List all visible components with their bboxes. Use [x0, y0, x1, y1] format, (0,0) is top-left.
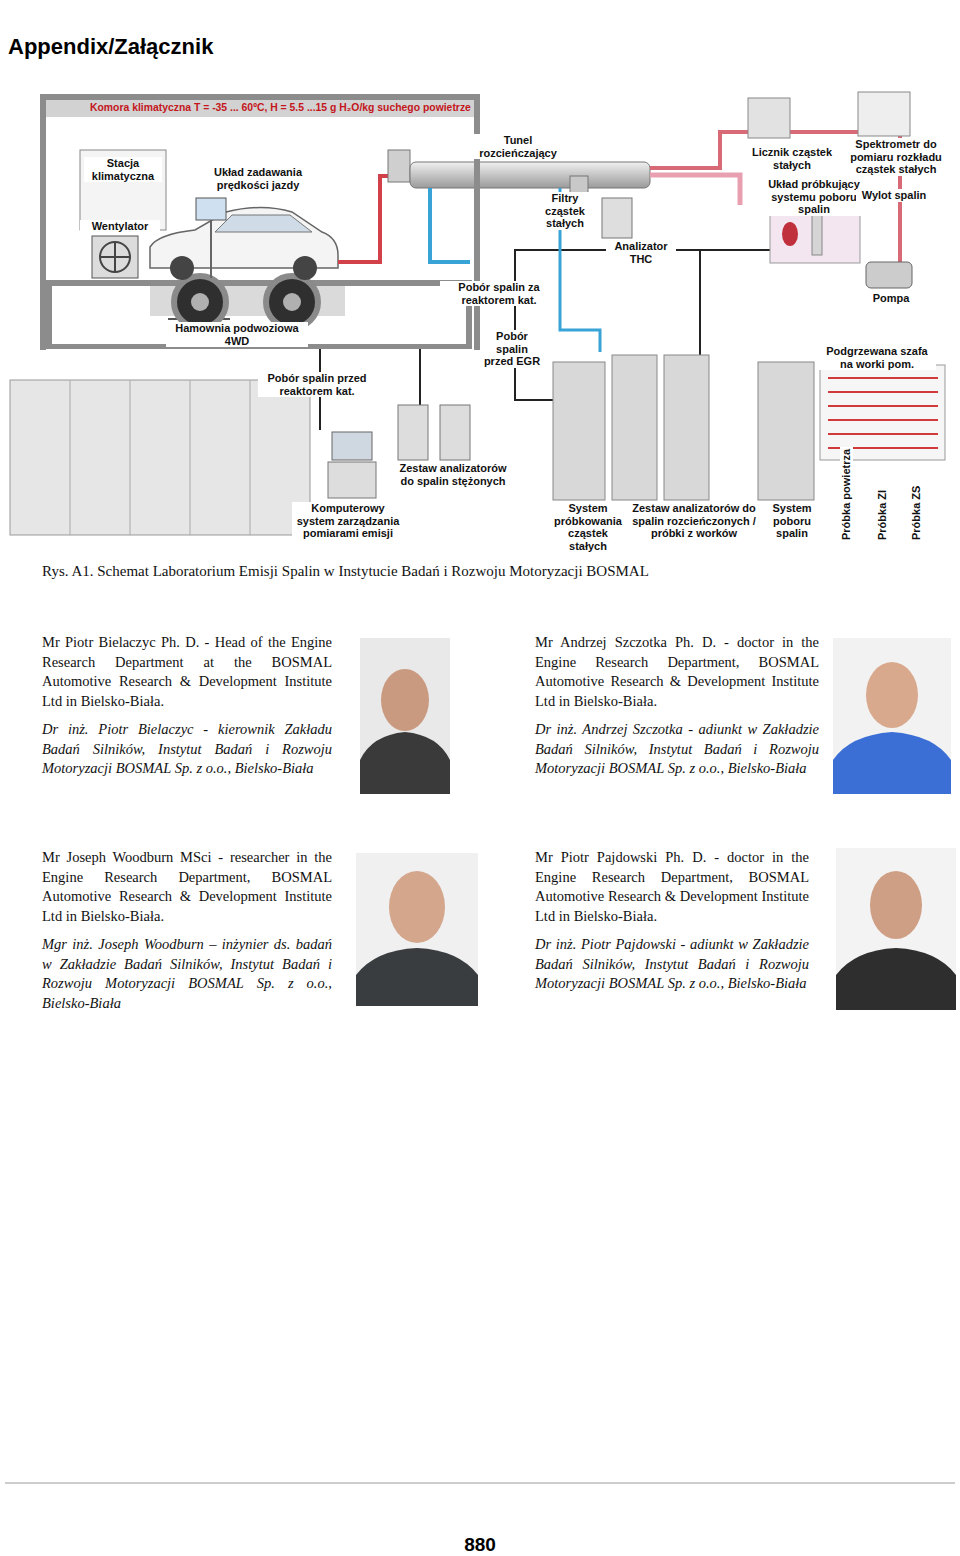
cabinet-divider: [130, 380, 131, 535]
car-wheel: [170, 256, 194, 280]
diagram-label: Analizator THC: [606, 240, 676, 265]
mixing-box: [388, 150, 410, 182]
portrait-photo: [833, 638, 951, 794]
sampling-pump: [782, 222, 798, 246]
sample-label: Próbka ZS: [910, 484, 923, 542]
sample-line: [430, 188, 470, 262]
equipment-rack: [553, 362, 605, 500]
speed-display: [196, 198, 226, 220]
author-bio: Mr Andrzej Szczotka Ph. D. - doctor in t…: [535, 633, 819, 712]
bag-cabinet: [820, 365, 945, 460]
equipment-rack: [664, 355, 709, 500]
cable: [419, 349, 421, 405]
cabinet-divider: [70, 380, 71, 535]
roller-hub: [191, 293, 209, 311]
diagram-label: Licznik cząstek stałych: [742, 146, 842, 171]
display-stand: [210, 220, 212, 278]
diagram-label: Komputerowy system zarządzania pomiarami…: [292, 502, 404, 540]
sample-line: [650, 175, 740, 205]
page-title: Appendix/Załącznik: [8, 34, 213, 60]
diagram-label: System poboru spalin: [760, 502, 824, 540]
diagram-label: Zestaw analizatorów do spalin rozcieńczo…: [630, 502, 758, 540]
portrait-photo: [836, 848, 956, 1010]
portrait-face: [866, 662, 918, 728]
computer-screen: [332, 432, 372, 460]
diagram-label: Wylot spalin: [856, 189, 932, 202]
spectrometer: [858, 92, 910, 136]
diagram-label: Podgrzewana szafa na worki pom.: [818, 345, 936, 370]
page-number: 880: [0, 1534, 960, 1556]
cabinet-divider: [190, 380, 191, 535]
portrait-shirt: [833, 732, 951, 794]
equipment-rack: [612, 355, 657, 500]
diagram-label: Układ próbkujący systemu poboru spalin: [756, 178, 872, 216]
diagram-label: Pompa: [864, 292, 918, 305]
footer-rule: [5, 1483, 955, 1484]
diagram-label: Spektrometr do pomiaru rozkładu cząstek …: [842, 138, 950, 176]
heating-coils: [828, 378, 938, 448]
diagram-label: Pobór spalin przed EGR: [480, 330, 544, 368]
portrait-face: [389, 871, 445, 943]
portrait-face: [870, 871, 922, 939]
roller-hub: [283, 293, 301, 311]
diagram-label: Pobór spalin przed reaktorem kat.: [258, 372, 376, 397]
diagram-label: Pobór spalin za reaktorem kat.: [440, 281, 558, 306]
computer-desk: [328, 462, 376, 498]
diagram-label: Układ zadawania prędkości jazdy: [200, 166, 316, 191]
dyno-roller: [174, 276, 226, 328]
chamber-floor: [46, 280, 472, 286]
portrait-face: [381, 669, 429, 731]
pump: [866, 262, 912, 288]
portrait-suit: [360, 732, 450, 794]
author-bio-pl: Dr inż. Andrzej Szczotka - adiunkt w Zak…: [535, 720, 819, 779]
fan-rotor: [100, 242, 130, 272]
portrait-suit: [836, 948, 956, 1010]
diagram-label: System próbkowania cząstek stałych: [548, 502, 628, 553]
cabinet-divider: [250, 380, 251, 535]
author-bio: Mr Piotr Bielaczyc Ph. D. - Head of the …: [42, 633, 332, 712]
climate-station: [80, 150, 166, 230]
cable: [699, 250, 701, 355]
author-bio: Mr Piotr Pajdowski Ph. D. - doctor in th…: [535, 848, 809, 927]
sampling-valve: [812, 215, 822, 255]
author-bio-pl: Dr inż. Piotr Pajdowski - adiunkt w Zakł…: [535, 935, 809, 994]
dilution-tunnel: [410, 162, 650, 188]
dyno-roller: [266, 276, 318, 328]
diagram-label: Filtry cząstek stałych: [534, 192, 596, 230]
diagram-label: Tunel rozcieńczający: [472, 134, 564, 159]
equipment-rack: [758, 362, 814, 500]
sample-label: Próbka ZI: [876, 488, 889, 542]
author-bio-pl: Mgr inż. Joseph Woodburn – inżynier ds. …: [42, 935, 332, 1014]
analyzer-unit: [398, 405, 428, 460]
diagram-label: Stacja klimatyczna: [84, 157, 162, 182]
fan-blade: [100, 256, 130, 258]
sample-label: Próbka powietrza: [840, 447, 853, 542]
portrait-photo: [360, 638, 450, 794]
chamber-heading: Komora klimatyczna T = -35 ... 60ºC, H =…: [46, 100, 474, 117]
fan-housing: [92, 236, 138, 278]
diagram-label: Wentylator: [80, 220, 160, 233]
particle-counter: [748, 98, 790, 138]
portrait-jacket: [356, 948, 478, 1006]
control-cabinet: [10, 380, 310, 535]
pit-wall: [46, 286, 52, 348]
portrait-photo: [356, 853, 478, 1006]
car-window: [215, 215, 312, 232]
figure-caption: Rys. A1. Schemat Laboratorium Emisji Spa…: [42, 562, 942, 582]
diagram-label: Hamownia podwoziowa 4WD: [166, 322, 308, 347]
author-bio: Mr Joseph Woodburn MSci - researcher in …: [42, 848, 332, 927]
car-wheel: [293, 256, 317, 280]
author-bio-pl: Dr inż. Piotr Bielaczyc - kierownik Zakł…: [42, 720, 332, 779]
exhaust-pipe: [338, 176, 402, 262]
thc-analyzer: [602, 198, 632, 238]
diagram-label: Zestaw analizatorów do spalin stężonych: [392, 462, 514, 487]
analyzer-unit: [440, 405, 470, 460]
